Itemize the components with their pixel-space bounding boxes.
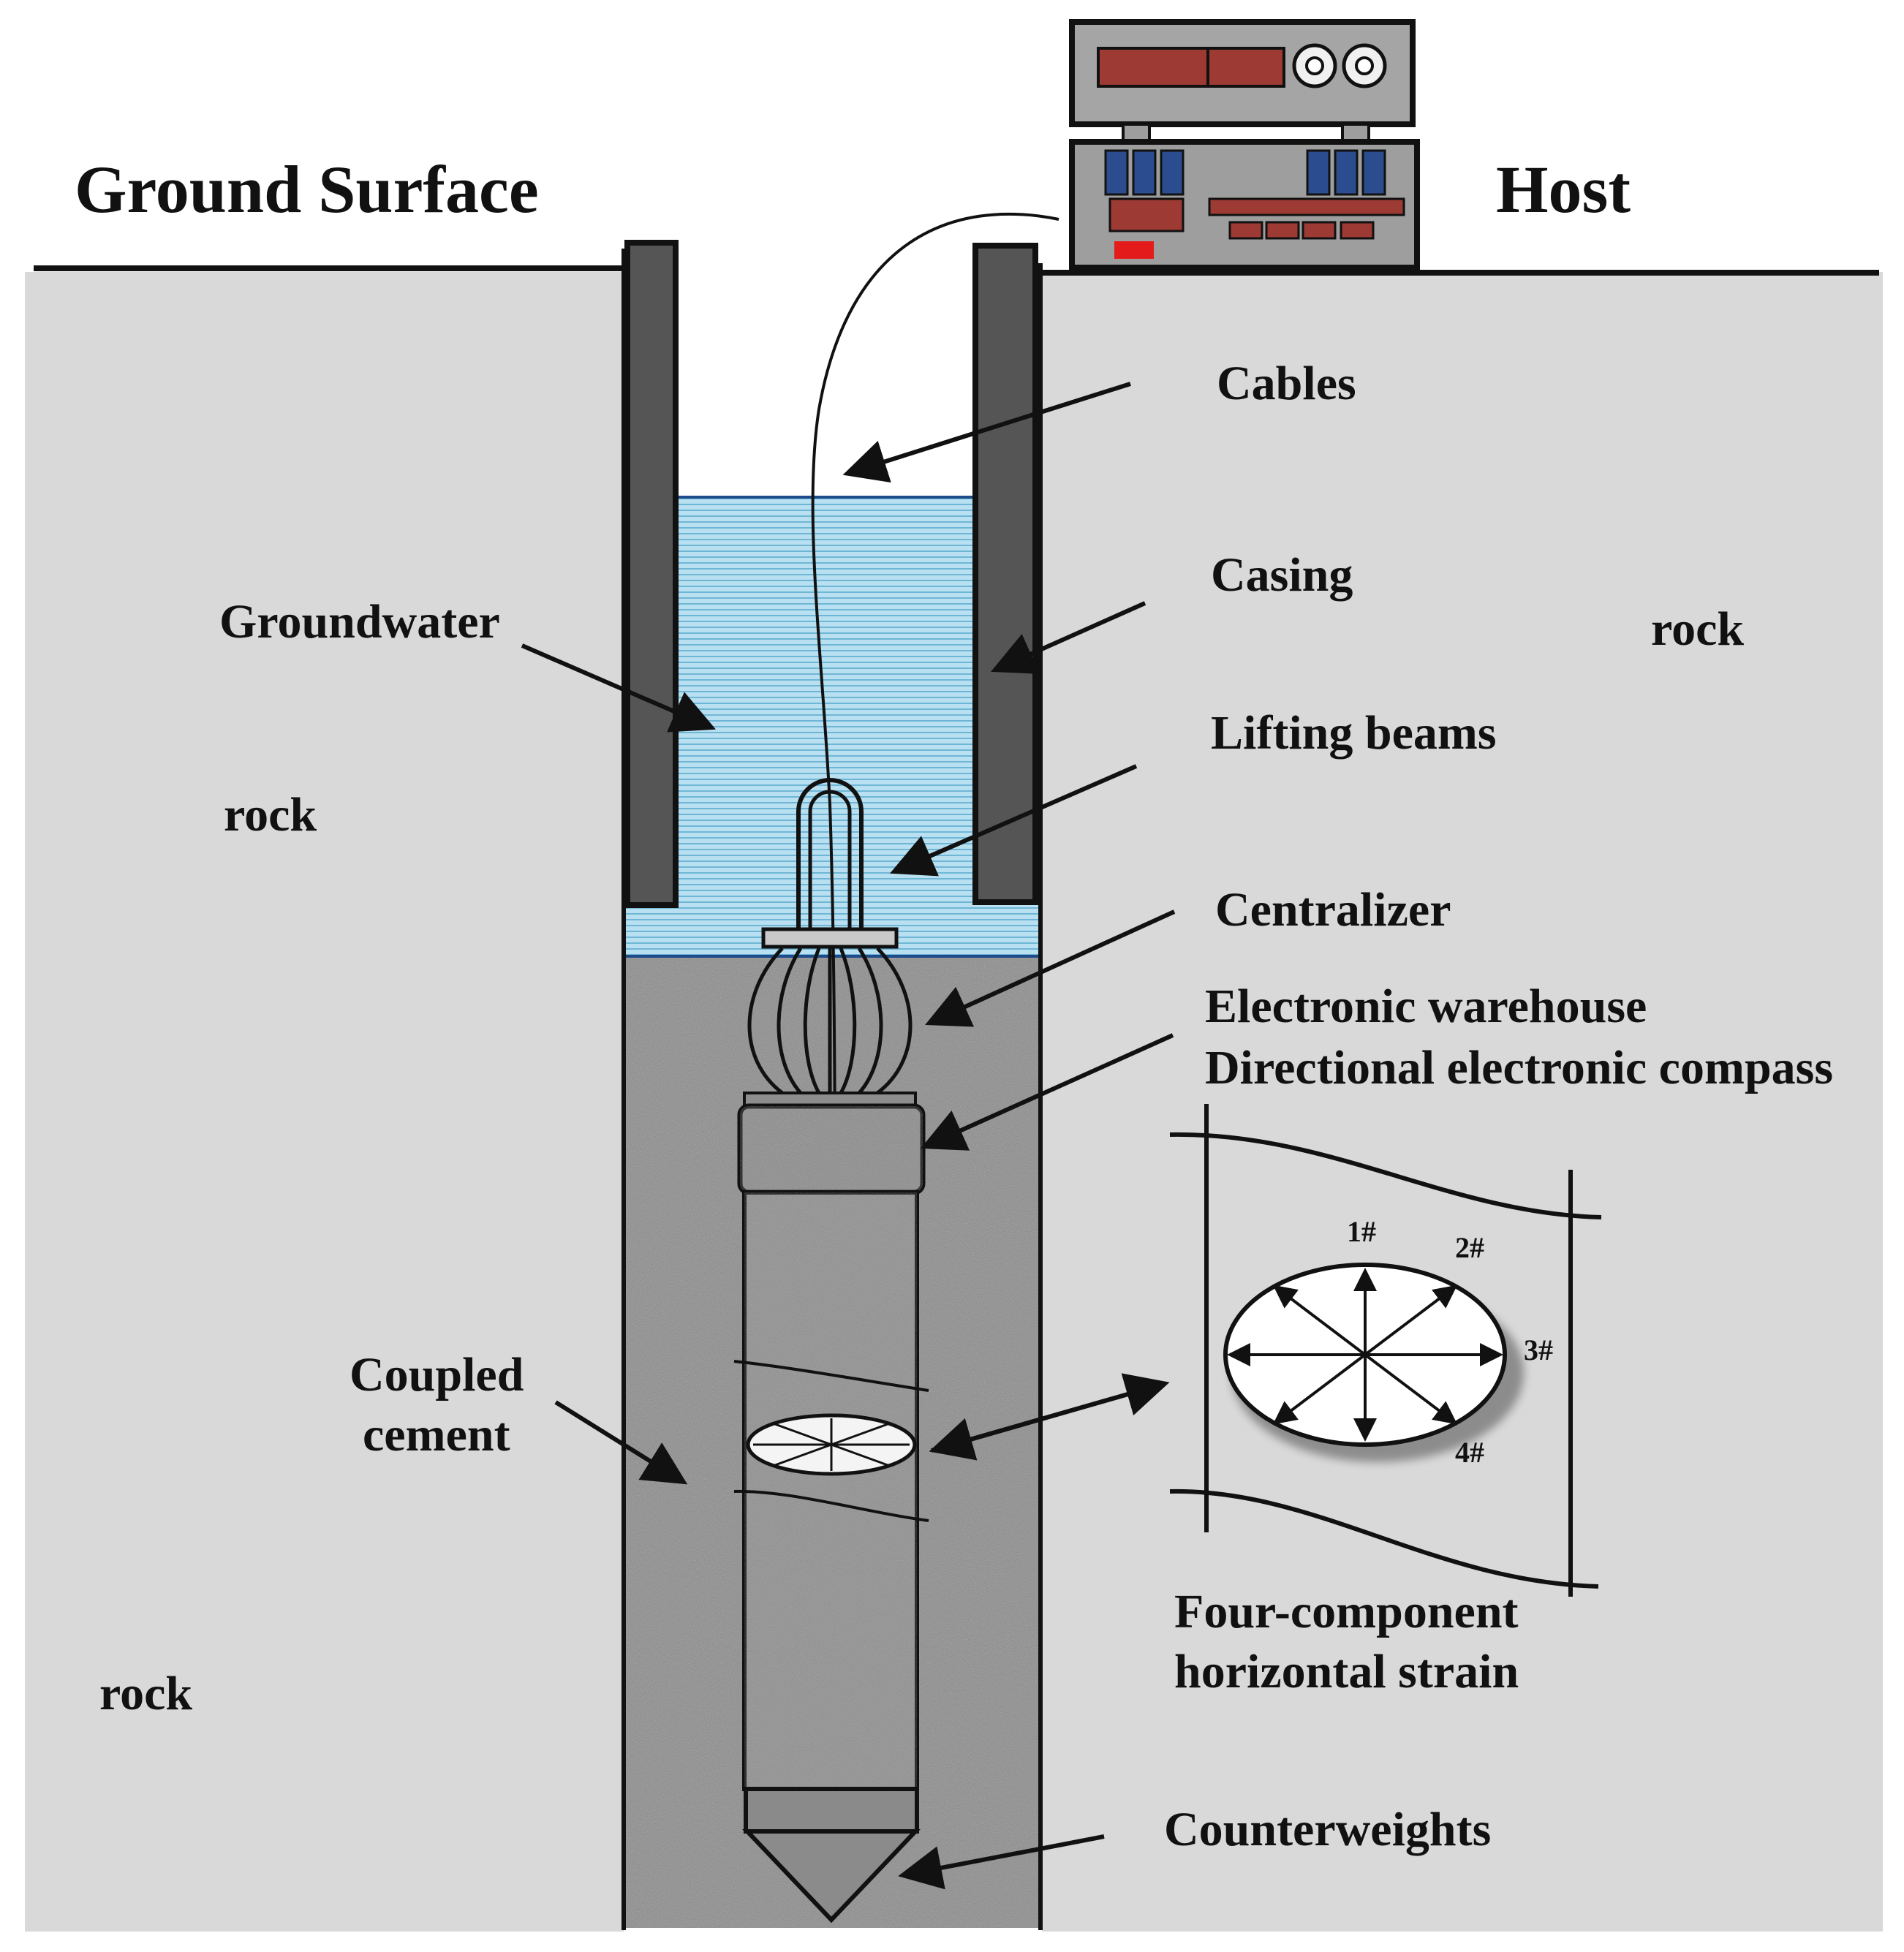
probe-section-line-bottom [733,1489,929,1522]
label-host: Host [1496,152,1631,227]
rock-mass [25,272,1883,1932]
arrow-coupled-cement [554,1400,688,1485]
probe [737,1092,926,1923]
host-instrument [1069,19,1420,271]
label-rock-left-upper: rock [224,788,317,841]
component-label-2: 2# [1455,1231,1484,1264]
label-electronic-warehouse: Electronic warehouse [1205,980,1647,1033]
label-directional-compass: Directional electronic compass [1205,1041,1833,1094]
four-component-strain-detail: 1# 2# 3# 4# [1169,1104,1602,1597]
label-groundwater: Groundwater [219,595,500,648]
label-rock-left-lower: rock [99,1667,192,1720]
strain-axis-4 [1364,1353,1458,1425]
probe-strain-sensor [746,1413,917,1476]
arrow-counterweights [898,1834,1105,1890]
label-rock-right: rock [1651,602,1744,656]
probe-section-line-top [733,1360,929,1392]
casing [624,240,1038,908]
component-label-1: 1# [1347,1215,1376,1248]
label-casing: Casing [1211,548,1353,602]
arrow-cables [842,382,1131,483]
label-ground-surface: Ground Surface [75,152,539,227]
label-centralizer: Centralizer [1215,883,1451,937]
arrow-electronic-warehouse [921,1033,1174,1151]
component-label-4: 4# [1455,1436,1484,1469]
label-coupled-cement-line2: cement [363,1408,510,1461]
leader-arrows [521,382,1176,1890]
lifting-beams [761,778,899,949]
arrow-lifting-beams [889,764,1138,877]
label-four-component-line2: horizontal strain [1174,1645,1519,1698]
arrow-strain-detail-back [929,1388,1141,1461]
label-coupled-cement-line1: Coupled [350,1348,524,1401]
arrow-centralizer [925,909,1176,1027]
label-cables: Cables [1217,357,1356,410]
arrow-casing [991,601,1146,674]
strain-axis-2 [1364,1285,1458,1356]
arrow-groundwater [521,643,717,733]
centralizer [747,947,913,1094]
label-counterweights: Counterweights [1164,1803,1491,1856]
label-lifting-beams: Lifting beams [1211,706,1497,760]
component-label-3: 3# [1524,1334,1553,1366]
label-four-component-line1: Four-component [1174,1585,1519,1638]
